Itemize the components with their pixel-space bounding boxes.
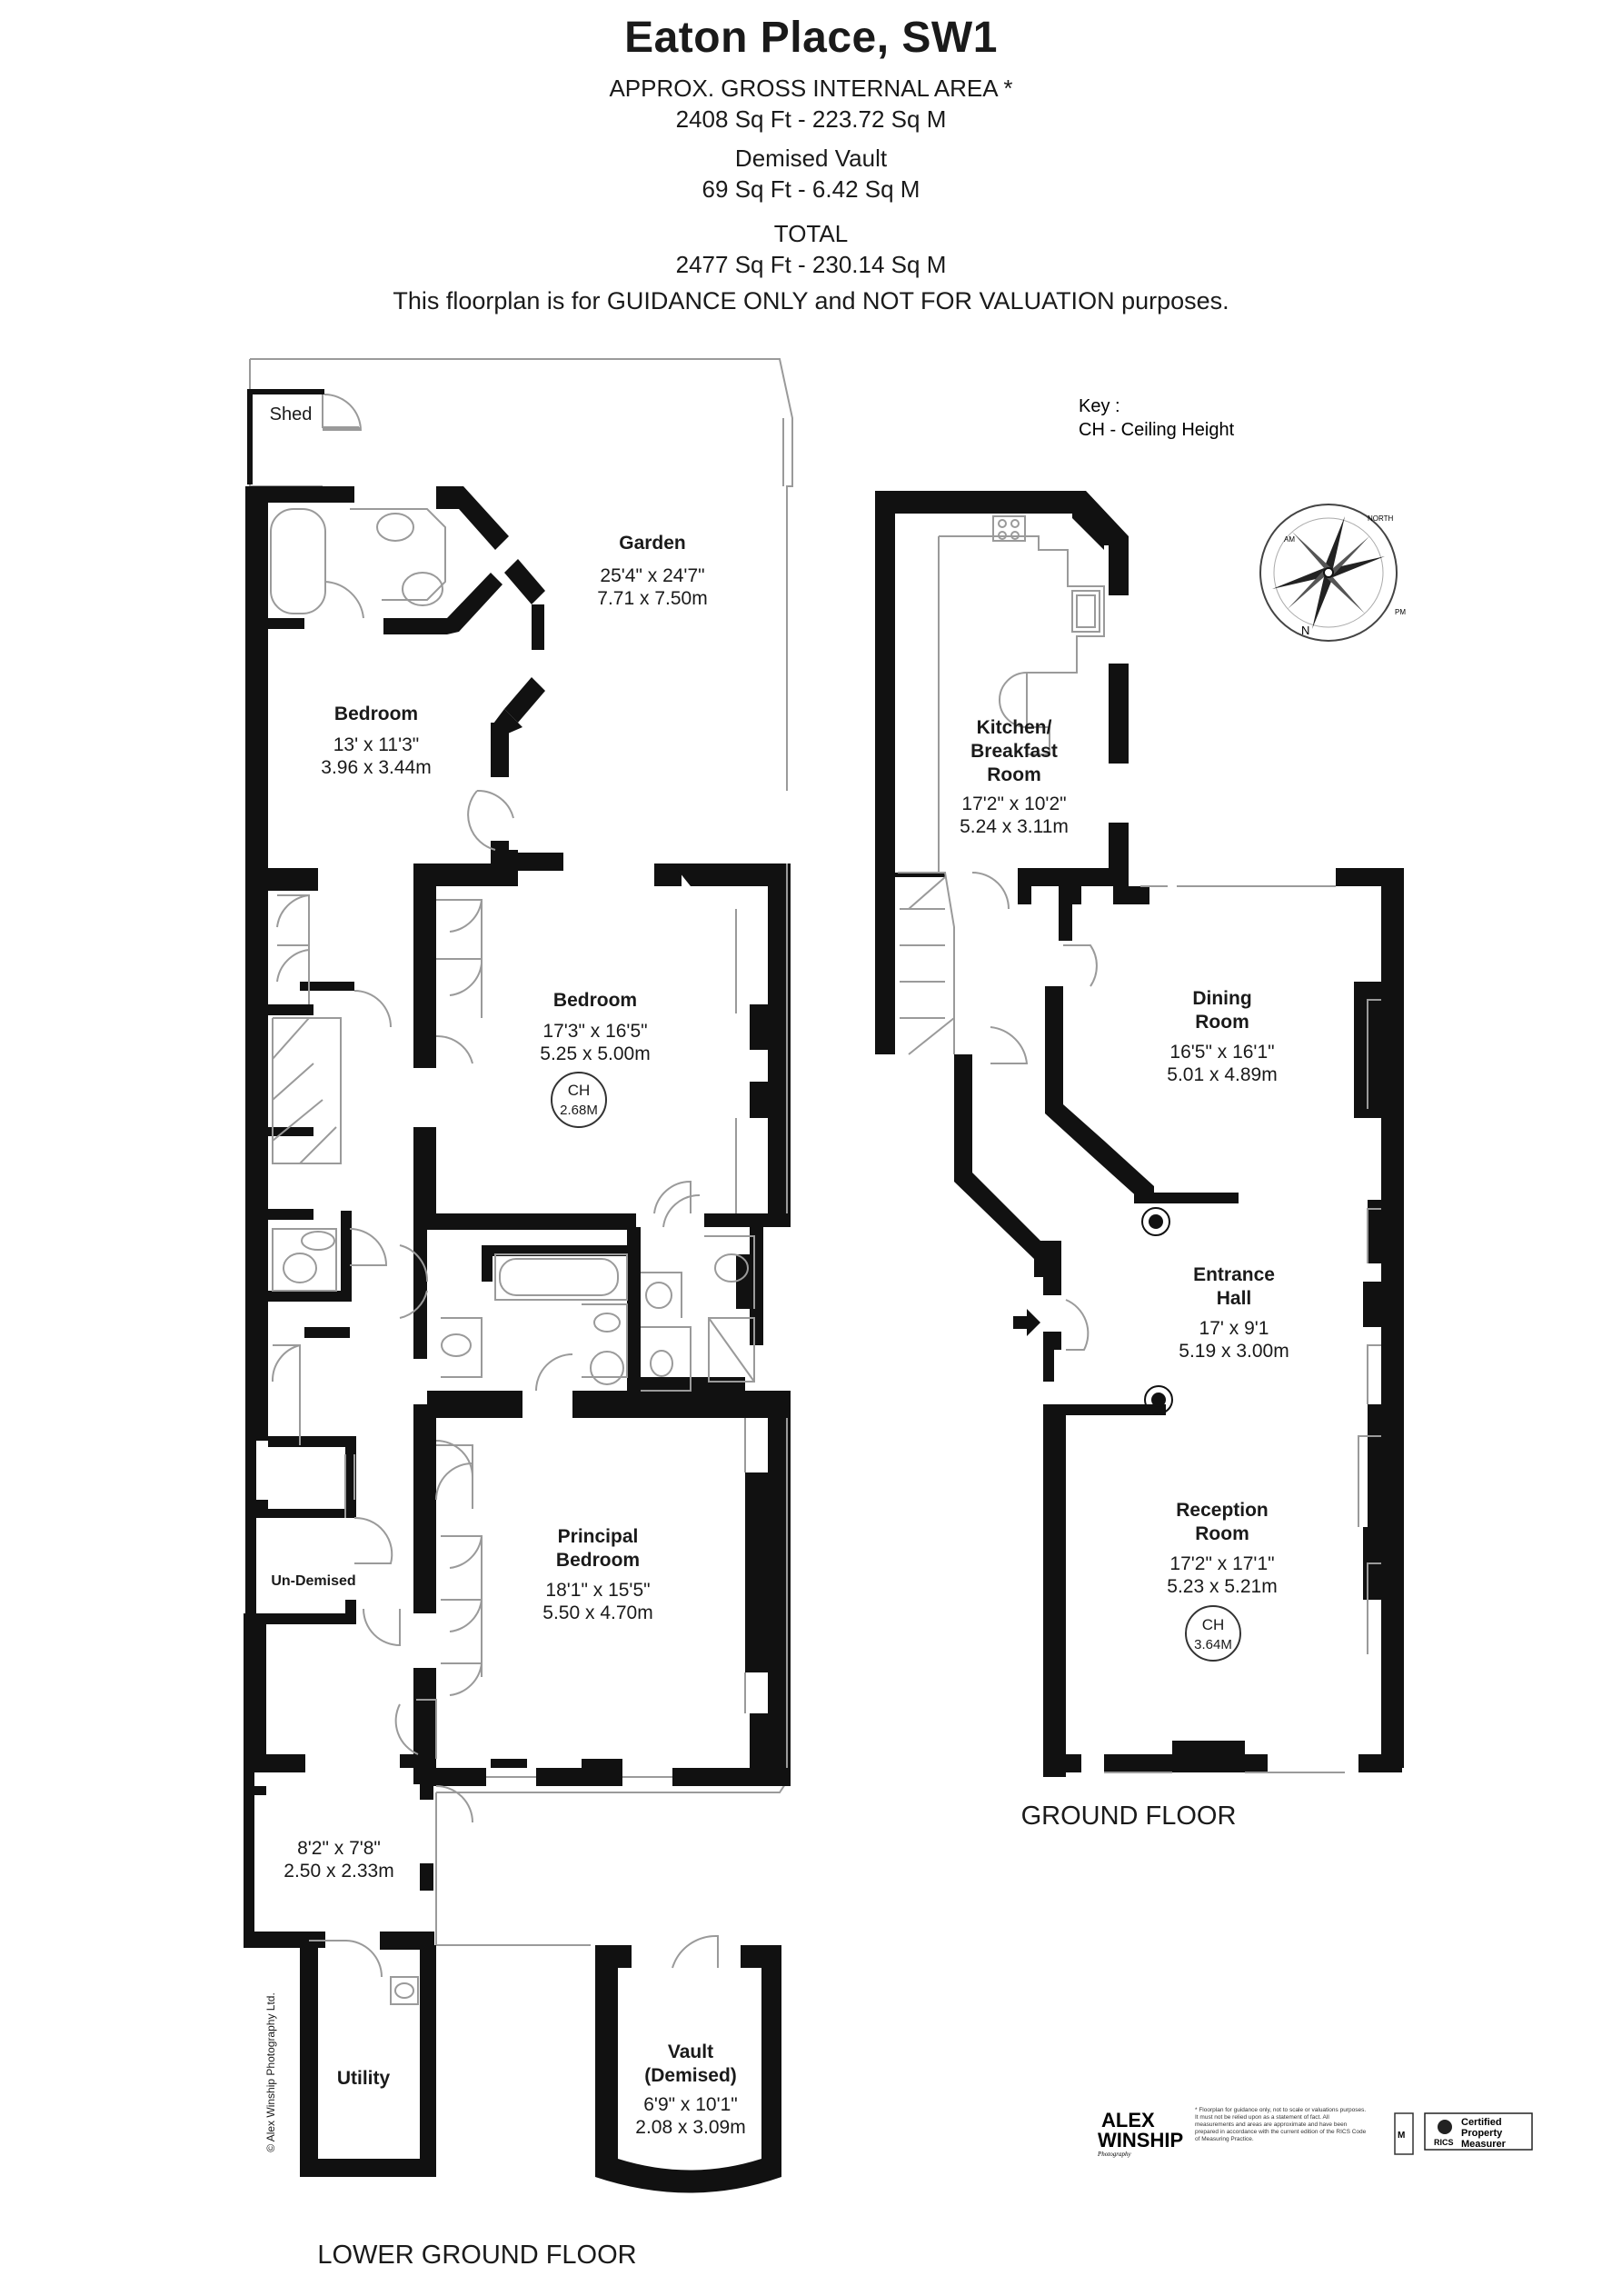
small-room-metric: 2.50 x 2.33m [284, 1861, 393, 1882]
footer-note: * Floorplan for guidance only, not to sc… [1195, 2107, 1366, 2142]
dining-imperial: 16'5" x 16'1" [1169, 1042, 1274, 1063]
garden-outline [249, 358, 793, 1946]
chimney-flue-icon [1149, 1214, 1163, 1229]
entrance-arrow-icon [1013, 1309, 1040, 1336]
lower-ground-fixtures [270, 418, 788, 2005]
kitchen-imperial: 17'2" x 10'2" [961, 794, 1066, 814]
compass-north-label: NORTH [1368, 514, 1394, 523]
utility-label: Utility [337, 2068, 391, 2089]
reception-name-1: Reception [1176, 1500, 1269, 1521]
reception-metric: 5.23 x 5.21m [1167, 1576, 1277, 1597]
hall-name-2: Hall [1217, 1288, 1252, 1309]
hall-metric: 5.19 x 3.00m [1179, 1341, 1289, 1362]
key-title: Key : [1079, 396, 1120, 416]
reception-name-2: Room [1195, 1523, 1249, 1544]
total-area-label: TOTAL [773, 220, 849, 247]
bedroom2-metric: 5.25 x 5.00m [540, 1043, 650, 1064]
plan-title: Eaton Place, SW1 [624, 14, 998, 62]
bedroom2-ch-value: 2.68M [560, 1103, 598, 1118]
compass-n-label: N [1301, 624, 1309, 637]
reception-imperial: 17'2" x 17'1" [1169, 1553, 1274, 1574]
bedroom1-metric: 3.96 x 3.44m [321, 757, 431, 778]
dining-name-2: Room [1195, 1012, 1249, 1033]
principal-name-2: Bedroom [556, 1550, 640, 1571]
shed [247, 389, 362, 484]
dining-name-1: Dining [1192, 988, 1251, 1009]
rics-badge: M RICS Certified Property Measurer [1394, 2112, 1533, 2155]
reception-ch-value: 3.64M [1194, 1637, 1232, 1652]
svg-text:M: M [1398, 2131, 1405, 2141]
chimney-flue-icon [1151, 1393, 1166, 1407]
bedroom2-ch-label: CH [568, 1082, 591, 1099]
small-room-imperial: 8'2" x 7'8" [297, 1838, 381, 1859]
total-area-value: 2477 Sq Ft - 230.14 Sq M [675, 251, 947, 278]
rics-brand: RICS [1434, 2138, 1454, 2147]
disclaimer: This floorplan is for GUIDANCE ONLY and … [393, 287, 1229, 314]
garden-name: Garden [619, 533, 686, 554]
bedroom2-name: Bedroom [553, 990, 637, 1011]
key-ch: CH - Ceiling Height [1079, 420, 1235, 440]
garden-imperial: 25'4" x 24'7" [600, 565, 704, 586]
kitchen-metric: 5.24 x 3.11m [960, 816, 1069, 837]
ground-floor-fixtures [898, 515, 1381, 1773]
rics-certified: Certified [1461, 2117, 1502, 2128]
garden-metric: 7.71 x 7.50m [597, 588, 707, 609]
shed-label: Shed [270, 404, 313, 424]
ceiling-height-marker [1185, 1605, 1241, 1662]
vault-area-value: 69 Sq Ft - 6.42 Sq M [702, 175, 920, 203]
compass-am-label: AM [1284, 535, 1295, 544]
undemised-label: Un-Demised [271, 1573, 355, 1589]
dining-metric: 5.01 x 4.89m [1167, 1064, 1277, 1085]
copyright-notice: © Alex Winship Photography Ltd. [264, 1992, 277, 2152]
principal-name-1: Principal [558, 1526, 639, 1547]
lower-ground-floor-label: LOWER GROUND FLOOR [317, 2241, 636, 2270]
brand-alex: ALEX [1101, 2109, 1155, 2131]
kitchen-name-1: Kitchen/ [977, 717, 1052, 738]
vault-metric: 2.08 x 3.09m [635, 2117, 745, 2138]
area-value: 2408 Sq Ft - 223.72 Sq M [675, 105, 947, 133]
area-label: APPROX. GROSS INTERNAL AREA * [609, 75, 1013, 102]
kitchen-name-3: Room [987, 764, 1041, 785]
brand-photography: Photography [1097, 2151, 1131, 2158]
vault-name-1: Vault [668, 2041, 713, 2062]
hall-name-1: Entrance [1193, 1264, 1275, 1285]
vault-imperial: 6'9" x 10'1" [643, 2094, 738, 2115]
bedroom1-imperial: 13' x 11'3" [333, 734, 419, 755]
brand-winship: WINSHIP [1098, 2129, 1183, 2151]
rics-measurer: Measurer [1461, 2139, 1507, 2150]
ground-floor-label: GROUND FLOOR [1021, 1802, 1237, 1831]
reception-ch-label: CH [1202, 1616, 1225, 1633]
vault-name-2: (Demised) [644, 2065, 737, 2086]
compass-rose-icon [1259, 504, 1398, 642]
lower-ground-floor [244, 358, 793, 2193]
hall-imperial: 17' x 9'1 [1199, 1318, 1269, 1339]
ceiling-height-marker [551, 1072, 607, 1128]
bedroom2-imperial: 17'3" x 16'5" [542, 1021, 647, 1042]
principal-imperial: 18'1" x 15'5" [545, 1580, 650, 1601]
kitchen-name-2: Breakfast [970, 741, 1058, 762]
bedroom1-name: Bedroom [334, 704, 418, 724]
rics-property: Property [1461, 2128, 1503, 2139]
compass-pm-label: PM [1395, 608, 1406, 616]
principal-metric: 5.50 x 4.70m [542, 1602, 652, 1623]
vault-area-label: Demised Vault [734, 145, 888, 172]
ground-floor [875, 491, 1404, 1777]
